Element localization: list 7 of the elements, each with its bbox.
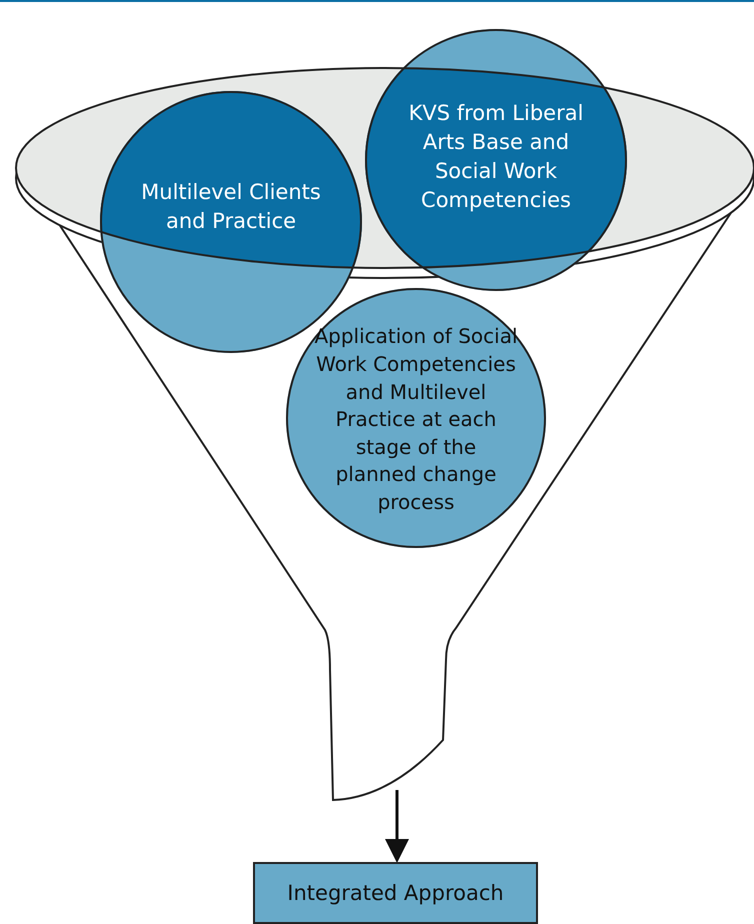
topic-circle [365,29,627,291]
result-box: Integrated Approach [253,862,538,924]
circle-label: Multilevel Clients and Practice [140,179,322,235]
topic-circle [286,288,546,548]
circle-label: KVS from Liberal Arts Base and Social Work Competencies [408,100,584,214]
arrow [385,790,409,863]
circle-label: Application of Social Work Competencies and Multilevel Practice at each stage of the planned change process [314,323,518,516]
